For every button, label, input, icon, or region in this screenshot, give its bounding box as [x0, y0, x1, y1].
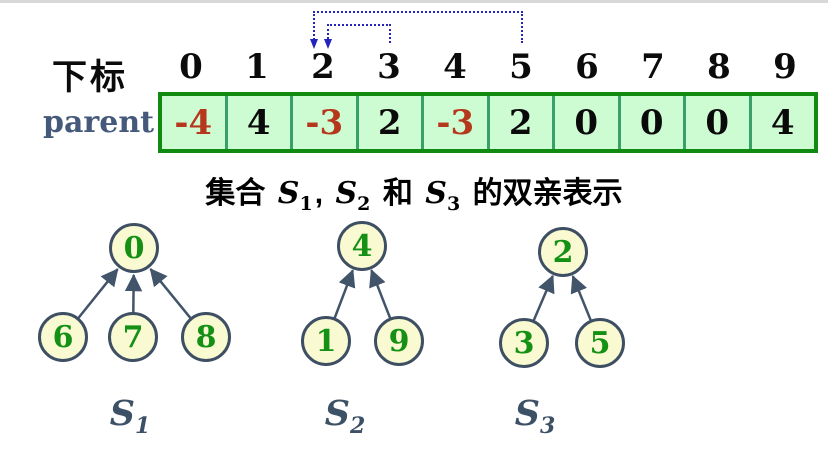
set-label-s3: S3 [514, 393, 556, 439]
array-cell-3: 2 [355, 96, 422, 149]
index-2: 2 [311, 47, 335, 87]
set-label-s2: S2 [324, 393, 366, 439]
index-6: 6 [575, 47, 599, 87]
array-cell-8: 0 [683, 96, 749, 149]
tree3-root-node: 2 [538, 227, 588, 277]
caption-s1: S1 [277, 176, 313, 215]
index-row-label: 下标 [52, 58, 129, 97]
array-cell-9: 4 [748, 96, 815, 149]
diagram-caption: 集合 S1, S2 和 S3 的双亲表示 [0, 168, 828, 215]
array-cell-0: -4 [174, 102, 213, 143]
caption-s3: S3 [425, 176, 461, 215]
slide-top-edge [0, 0, 828, 3]
caption-s2: S2 [335, 176, 371, 215]
tree3-child-node: 3 [499, 318, 549, 368]
array-cell-2: -3 [290, 96, 356, 149]
index-9: 9 [773, 47, 797, 87]
tree-edge-9-4 [369, 269, 392, 321]
index-8: 8 [707, 47, 731, 87]
index-row: 0 1 2 3 4 5 6 7 8 9 [158, 47, 818, 87]
tree1-child-node: 8 [181, 312, 231, 362]
array-cell-1: 4 [224, 96, 291, 149]
tree-edge-1-4 [332, 269, 356, 320]
array-cell-7: 0 [617, 96, 684, 149]
tree2-child-node: 9 [374, 316, 424, 366]
index-1: 1 [245, 47, 269, 87]
caption-and: 和 [382, 177, 413, 210]
parent-array-label: parent [43, 105, 154, 140]
pointer-arrowhead-icon [324, 39, 332, 49]
index-7: 7 [641, 47, 665, 87]
array-cell-4: -3 [421, 96, 487, 149]
caption-suffix: 的双亲表示 [472, 177, 623, 210]
pointer-arrowhead-icon [310, 39, 318, 49]
set-label-s1: S1 [109, 393, 151, 439]
tree1-root-node: 0 [109, 223, 159, 273]
caption-comma: , [314, 177, 324, 210]
tree-edge-3-2 [531, 274, 555, 323]
tree-edge-6-0 [76, 268, 119, 320]
array-cell-5: 2 [486, 96, 553, 149]
tree2-child-node: 1 [301, 316, 351, 366]
tree1-child-node: 6 [38, 312, 88, 362]
tree-edge-8-0 [149, 268, 193, 320]
index-5: 5 [509, 47, 533, 87]
index-4: 4 [443, 47, 467, 87]
caption-prefix: 集合 [205, 177, 266, 210]
parent-array: -4 4 -3 2 -3 2 0 0 0 4 [158, 92, 818, 153]
index-3: 3 [377, 47, 401, 87]
tree1-child-node: 7 [108, 312, 158, 362]
tree3-child-node: 5 [575, 318, 625, 368]
array-cell-6: 0 [552, 96, 618, 149]
tree2-root-node: 4 [337, 221, 387, 271]
index-0: 0 [179, 47, 203, 87]
tree-edge-5-2 [570, 274, 593, 323]
pointer-arrow-from-3-to-2 [327, 24, 391, 43]
pointer-arrow-from-5-to-2 [313, 11, 523, 43]
